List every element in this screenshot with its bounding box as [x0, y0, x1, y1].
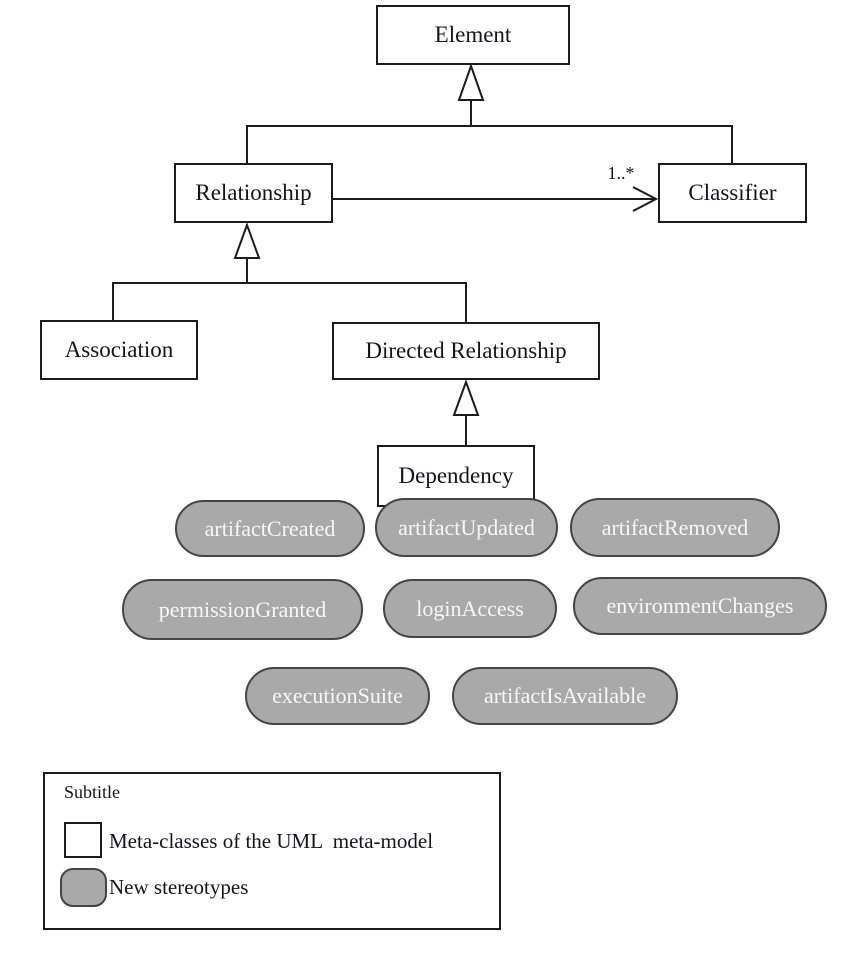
stereotype-label: artifactUpdated	[398, 514, 535, 540]
stereotype-artifact-removed: artifactRemoved	[570, 498, 780, 557]
metaclass-swatch-icon	[64, 822, 102, 858]
class-label: Dependency	[398, 463, 514, 488]
stereotype-login-access: loginAccess	[383, 579, 557, 638]
stereotype-label: executionSuite	[272, 683, 403, 708]
stereotype-label: loginAccess	[416, 595, 524, 621]
inheritance-arrow-icon	[233, 222, 261, 284]
class-box-element: Element	[376, 5, 570, 65]
class-box-classifier: Classifier	[658, 163, 807, 223]
class-label: Association	[64, 337, 174, 362]
stereotype-swatch-icon	[60, 868, 107, 907]
inheritance-arrow-icon	[452, 379, 480, 447]
legend-item-metaclasses: Meta-classes of the UML meta-model	[109, 829, 434, 853]
stereotype-artifact-updated: artifactUpdated	[375, 498, 558, 557]
class-label: Directed Relationship	[365, 338, 567, 363]
stereotype-artifact-created: artifactCreated	[175, 500, 365, 557]
element-children-connector	[246, 125, 733, 165]
inheritance-arrow-icon	[457, 62, 485, 127]
stereotype-environment-changes: environmentChanges	[573, 577, 827, 635]
legend-title: Subtitle	[64, 782, 121, 802]
class-label: Element	[434, 22, 512, 47]
multiplicity-label: 1..*	[607, 163, 635, 183]
class-box-directed-relationship: Directed Relationship	[332, 322, 600, 380]
legend-item-stereotypes: New stereotypes	[109, 875, 249, 899]
class-box-dependency: Dependency	[377, 445, 535, 507]
class-box-association: Association	[40, 320, 198, 380]
stereotype-label: environmentChanges	[606, 593, 794, 618]
stereotype-label: artifactCreated	[204, 515, 336, 541]
class-label: Relationship	[195, 180, 312, 205]
legend-box: Subtitle Meta-classes of the UML meta-mo…	[43, 772, 501, 930]
stereotype-artifact-is-available: artifactIsAvailable	[452, 667, 678, 725]
stereotype-label: permissionGranted	[158, 596, 327, 622]
relationship-children-connector	[112, 282, 467, 324]
class-box-relationship: Relationship	[174, 163, 333, 223]
association-arrow-icon	[333, 186, 659, 212]
class-label: Classifier	[688, 180, 777, 205]
stereotype-permission-granted: permissionGranted	[122, 579, 363, 640]
stereotype-label: artifactIsAvailable	[483, 683, 647, 708]
stereotype-label: artifactRemoved	[601, 514, 749, 540]
stereotype-execution-suite: executionSuite	[245, 667, 430, 725]
